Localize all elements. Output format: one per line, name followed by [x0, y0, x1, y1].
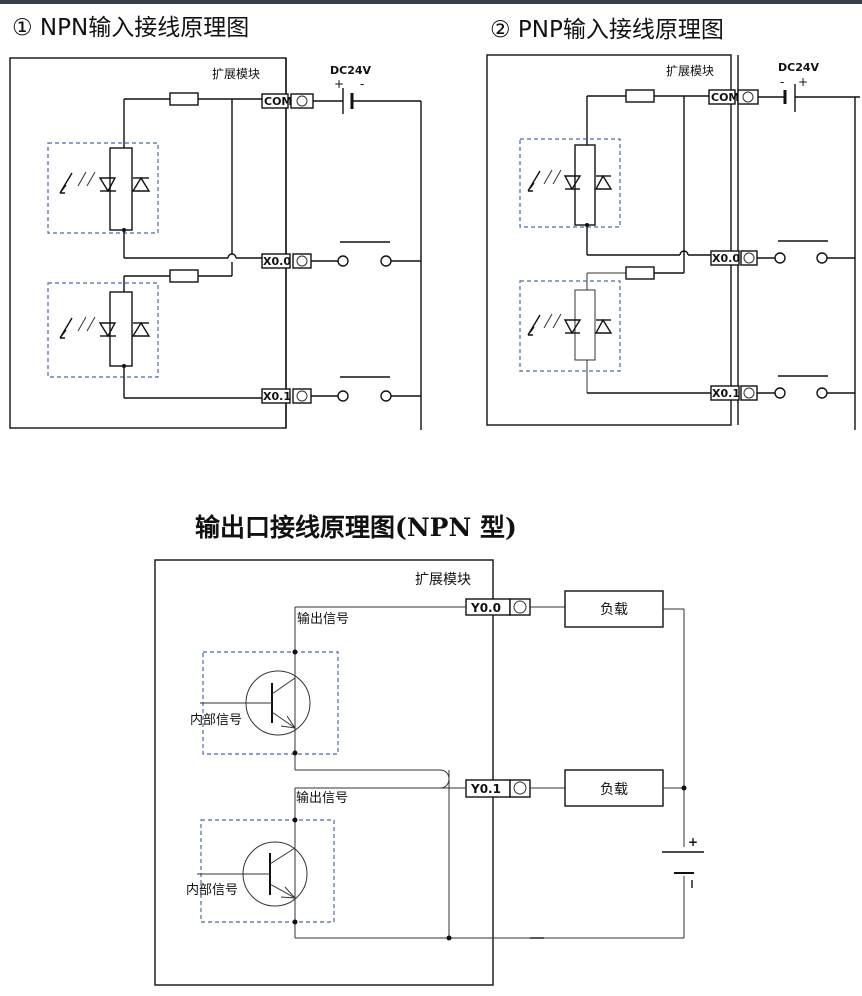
pnp-input-diagram: 扩展模块 COM X0.0 X0.1 DC24V - + — [486, 54, 860, 430]
resistor-icon — [169, 269, 199, 283]
window-top-bar — [0, 0, 862, 4]
led-icon — [563, 175, 582, 191]
svg-text:+: + — [334, 77, 344, 91]
pnp-module-frame — [486, 54, 732, 426]
pnp-dc24v-battery: DC24V - + — [758, 61, 860, 430]
svg-text:DC24V: DC24V — [330, 64, 372, 77]
output-load-1: 负载 — [530, 590, 685, 847]
resistor-icon — [625, 266, 655, 280]
svg-text:+: + — [688, 835, 698, 849]
npn-optocoupler-2-outline — [47, 282, 159, 378]
svg-text:X0.1: X0.1 — [263, 390, 291, 403]
npn-input-title: ① NPN输入接线原理图 — [12, 15, 250, 41]
diode-icon — [594, 318, 613, 334]
resistor-icon — [625, 89, 655, 103]
screw-icon — [296, 390, 308, 402]
diode-icon — [131, 321, 151, 337]
svg-text:负载: 负载 — [600, 602, 628, 618]
output-signal-label-2: 输出信号 — [296, 790, 348, 806]
led-icon — [98, 322, 117, 338]
diode-icon — [594, 174, 613, 190]
internal-signal-label-1: 内部信号 — [190, 712, 242, 728]
light-arrow-icon — [527, 314, 541, 336]
pnp-optocoupler-1-outline — [519, 138, 621, 228]
svg-text:DC24V: DC24V — [778, 61, 820, 74]
svg-text:Y0.0: Y0.0 — [470, 601, 501, 615]
screw-icon — [296, 95, 308, 107]
npn-input-channel-1 — [47, 92, 262, 259]
output-load-2: 负载 — [530, 769, 687, 807]
svg-text:X0.0: X0.0 — [263, 255, 291, 268]
led-icon — [563, 319, 582, 335]
internal-signal-label-2: 内部信号 — [186, 882, 238, 898]
pnp-terminal-com: COM — [708, 89, 759, 105]
output-signal-label-1: 输出信号 — [297, 611, 349, 627]
output-diagram-title: 输出口接线原理图(NPN 型) — [195, 513, 517, 542]
screw-icon — [743, 252, 755, 264]
pnp-optocoupler-2-outline — [519, 280, 621, 372]
light-arrow-icon — [59, 172, 73, 194]
npn-terminal-x00: X0.0 — [261, 253, 312, 269]
screw-icon — [296, 255, 308, 267]
pnp-terminal-x00: X0.0 — [710, 250, 758, 266]
svg-text:COM: COM — [264, 95, 292, 108]
npn-optocoupler-1-outline — [47, 142, 159, 234]
pnp-input-channel-1 — [519, 89, 711, 256]
svg-text:X0.1: X0.1 — [712, 387, 740, 400]
npn-terminal-x01: X0.1 — [261, 388, 312, 404]
diode-icon — [131, 176, 151, 192]
pnp-switch-2 — [757, 375, 855, 399]
npn-module-label: 扩展模块 — [212, 67, 260, 81]
pnp-switch-1 — [757, 240, 855, 264]
npn-module-frame — [9, 57, 287, 429]
svg-text:Y0.1: Y0.1 — [470, 782, 501, 796]
output-module-frame — [154, 559, 494, 986]
led-icon — [98, 177, 117, 193]
pnp-input-channel-2 — [519, 96, 711, 394]
output-channel-2: 输出信号 内部信号 — [186, 787, 684, 941]
screw-icon — [742, 91, 754, 103]
npn-switch-2 — [311, 376, 421, 402]
resistor-icon — [169, 92, 199, 106]
light-arrow-icon — [527, 170, 541, 192]
svg-text:负载: 负载 — [600, 782, 628, 798]
screw-icon — [513, 781, 527, 795]
output-module-label: 扩展模块 — [415, 572, 471, 588]
npn-switch-1 — [311, 241, 421, 267]
light-arrow-icon — [59, 317, 73, 339]
npn-dc24v-battery: DC24V + - — [313, 64, 422, 430]
pnp-input-title: ② PNP输入接线原理图 — [490, 17, 724, 43]
svg-text:-: - — [360, 77, 364, 91]
pnp-module-label: 扩展模块 — [666, 64, 714, 78]
output-battery: + — [530, 835, 704, 939]
svg-text:+: + — [798, 75, 808, 89]
output-terminal-y01: Y0.1 — [465, 779, 531, 798]
npn-input-diagram: 扩展模块 COM X0.0 X0.1 DC24V + - — [9, 57, 422, 430]
screw-icon — [743, 387, 755, 399]
svg-text:COM: COM — [711, 91, 739, 104]
output-transistor-2-outline — [200, 819, 335, 923]
npn-terminal-com: COM — [261, 93, 314, 109]
svg-text:X0.0: X0.0 — [712, 252, 740, 265]
screw-icon — [513, 600, 527, 614]
npn-input-channel-2 — [47, 262, 262, 399]
svg-text:-: - — [780, 75, 784, 89]
output-npn-diagram: 扩展模块 Y0.0 Y0.1 输出信号 内部信号 — [154, 559, 704, 986]
output-terminal-y00: Y0.0 — [465, 598, 531, 616]
pnp-terminal-x01: X0.1 — [710, 385, 758, 401]
output-channel-1: 输出信号 内部信号 — [190, 606, 466, 938]
